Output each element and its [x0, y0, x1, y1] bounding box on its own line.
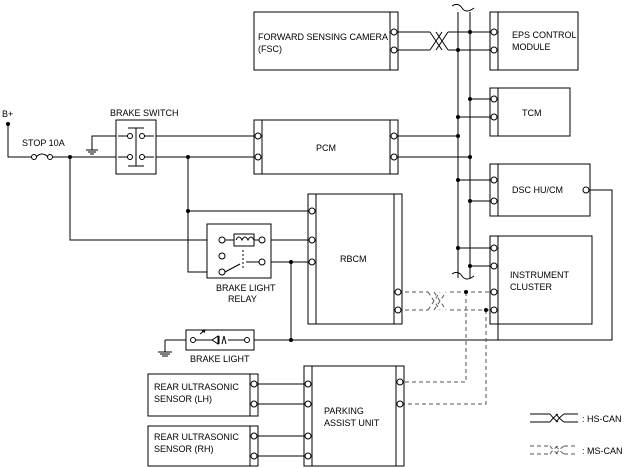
twisted-pair-marks [427, 31, 449, 311]
parking-assist-unit-box [303, 365, 405, 467]
cluster-label-1: INSTRUMENT [510, 270, 569, 280]
legend-ms-can-icon [530, 445, 578, 455]
pcm-label: PCM [316, 143, 336, 153]
junction-dots [6, 30, 488, 342]
rear-sensor-lh-label-2: SENSOR (LH) [154, 394, 212, 404]
parking-assist-label-1: PARKING [324, 406, 364, 416]
legend-ms-can-label: : MS-CAN [582, 446, 623, 456]
power-wires [7, 124, 613, 352]
hs-can-bus [398, 3, 498, 280]
relay-label-1: BRAKE LIGHT [216, 283, 276, 293]
fsc-box [253, 11, 399, 71]
brake-switch-label: BRAKE SWITCH [110, 108, 179, 118]
brake-light-relay-box [206, 223, 272, 279]
ground-symbols [86, 149, 172, 357]
rbcm-label: RBCM [340, 254, 367, 264]
brake-light-label: BRAKE LIGHT [190, 354, 250, 364]
fsc-label-1: FORWARD SENSING CAMERA [258, 32, 388, 42]
eps-box [489, 11, 579, 71]
led-icon [196, 329, 244, 345]
relay-coil-icon [224, 233, 259, 273]
tcm-box [489, 87, 571, 137]
stop-fuse-label: STOP 10A [22, 138, 65, 148]
rear-sensor-rh-box [147, 425, 259, 467]
relay-label-2: RELAY [228, 294, 257, 304]
brake-light-box [185, 329, 255, 351]
rear-sensor-rh-label-1: REAR ULTRASONIC [154, 432, 239, 442]
tcm-label: TCM [522, 108, 542, 118]
stop-fuse [31, 153, 53, 160]
fsc-label-2: (FSC) [258, 44, 282, 54]
instrument-cluster-box [489, 235, 593, 325]
legend-hs-can-icon [530, 413, 578, 423]
brake-switch-contacts [118, 127, 154, 167]
eps-label-2: MODULE [512, 42, 551, 52]
rear-sensor-rh-label-2: SENSOR (RH) [154, 444, 214, 454]
dsc-label: DSC HU/CM [512, 185, 563, 195]
rear-sensor-lh-label-1: REAR ULTRASONIC [154, 382, 239, 392]
legend-hs-can-label: : HS-CAN [582, 414, 622, 424]
b-plus-label: B+ [2, 109, 13, 119]
pcm-box [253, 119, 399, 175]
eps-label-1: EPS CONTROL [512, 30, 577, 40]
ms-can-bus [258, 291, 498, 457]
legend: : HS-CAN : MS-CAN [530, 413, 623, 456]
rbcm-box [307, 193, 403, 325]
cluster-label-2: CLUSTER [510, 282, 553, 292]
parking-assist-label-2: ASSIST UNIT [324, 418, 380, 428]
rear-sensor-lh-box [147, 373, 259, 417]
